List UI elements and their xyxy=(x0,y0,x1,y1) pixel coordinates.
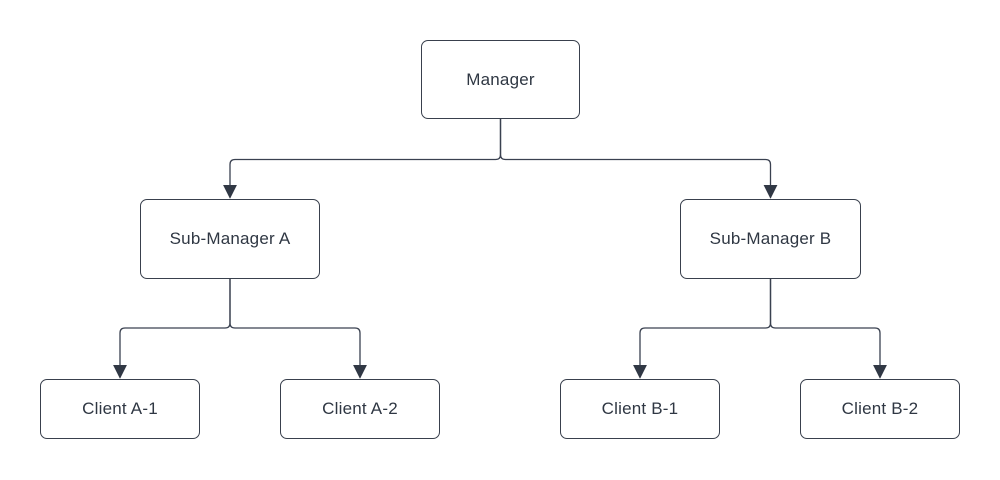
edge-sub-manager-b-to-client-b1 xyxy=(640,279,772,378)
node-client-b1-label: Client B-1 xyxy=(601,399,679,418)
edge-manager-to-sub-manager-b xyxy=(499,119,771,198)
node-sub-manager-a-label: Sub-Manager A xyxy=(169,229,291,248)
node-manager-label: Manager xyxy=(466,69,535,89)
node-client-a1-label: Client A-1 xyxy=(82,399,158,418)
node-client-b1[interactable]: Client B-1 xyxy=(560,379,720,439)
node-sub-manager-b-label: Sub-Manager B xyxy=(709,229,832,248)
node-manager[interactable]: Manager xyxy=(421,40,580,119)
node-client-b2-label: Client B-2 xyxy=(841,399,919,418)
edge-sub-manager-b-to-client-b2 xyxy=(769,279,881,378)
node-client-a1[interactable]: Client A-1 xyxy=(40,379,200,439)
edge-manager-to-sub-manager-a xyxy=(230,119,502,198)
node-client-a2-label: Client A-2 xyxy=(322,399,398,418)
edge-sub-manager-a-to-client-a1 xyxy=(120,279,231,378)
edge-sub-manager-a-to-client-a2 xyxy=(229,279,360,378)
node-client-b2[interactable]: Client B-2 xyxy=(800,379,960,439)
node-sub-manager-a[interactable]: Sub-Manager A xyxy=(140,199,320,279)
node-client-a2[interactable]: Client A-2 xyxy=(280,379,440,439)
node-sub-manager-b[interactable]: Sub-Manager B xyxy=(680,199,861,279)
